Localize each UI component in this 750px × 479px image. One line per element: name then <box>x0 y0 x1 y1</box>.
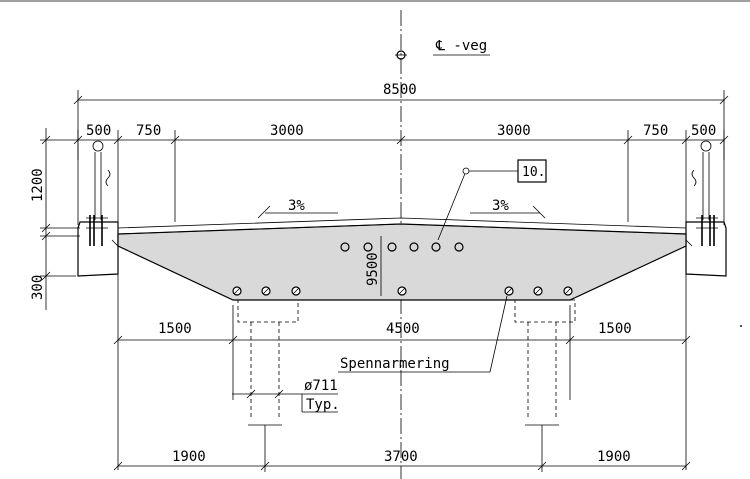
prestress-leader <box>338 295 508 373</box>
prestress-tendons <box>232 286 573 296</box>
dim-4500: 4500 <box>386 321 420 337</box>
pile-right <box>514 299 576 426</box>
overall-width-label: 8500 <box>383 82 417 98</box>
slope-label-right: 3% <box>492 198 509 214</box>
dim-3000-right: 3000 <box>497 123 531 139</box>
dim-750-left: 750 <box>136 123 161 139</box>
dim-750-right: 750 <box>643 123 668 139</box>
dim-1900-right: 1900 <box>597 449 631 465</box>
dim-3700: 3700 <box>384 449 418 465</box>
stray-mark <box>740 325 742 327</box>
dim-1500-right: 1500 <box>598 321 632 337</box>
void-holes <box>340 242 464 252</box>
prestress-label: Spennarmering <box>340 356 450 372</box>
wearing-surface <box>117 217 687 235</box>
right-edge-beam <box>685 140 727 277</box>
left-vertical-dimension <box>40 128 80 310</box>
dim-1900-left: 1900 <box>172 449 206 465</box>
pile-diameter-dimension <box>232 389 338 413</box>
dim-1500-left: 1500 <box>158 321 192 337</box>
pile-diameter-label: ø711 <box>304 378 338 394</box>
pile-left <box>237 299 299 426</box>
deck-depth-label: 9500 <box>365 252 381 286</box>
slope-arrow-right <box>470 205 546 219</box>
slope-label-left: 3% <box>288 198 305 214</box>
slope-arrow-left <box>257 205 338 219</box>
dim-500-right: 500 <box>691 123 716 139</box>
left-edge-beam <box>77 140 119 277</box>
callout-10-box <box>437 159 547 241</box>
mid-dimension-row <box>113 250 691 470</box>
dim-500-left: 500 <box>86 123 111 139</box>
dim-1200: 1200 <box>30 168 46 202</box>
centerline-label: ℄ -veg <box>435 38 487 54</box>
pile-type-label: Typ. <box>306 397 340 413</box>
dim-300: 300 <box>30 275 46 300</box>
callout-10-label: 10. <box>522 165 545 180</box>
centerline-marker <box>395 50 490 60</box>
bottom-dimension-row <box>113 425 691 472</box>
dim-3000-left: 3000 <box>270 123 304 139</box>
top-dimension-row <box>40 130 729 225</box>
